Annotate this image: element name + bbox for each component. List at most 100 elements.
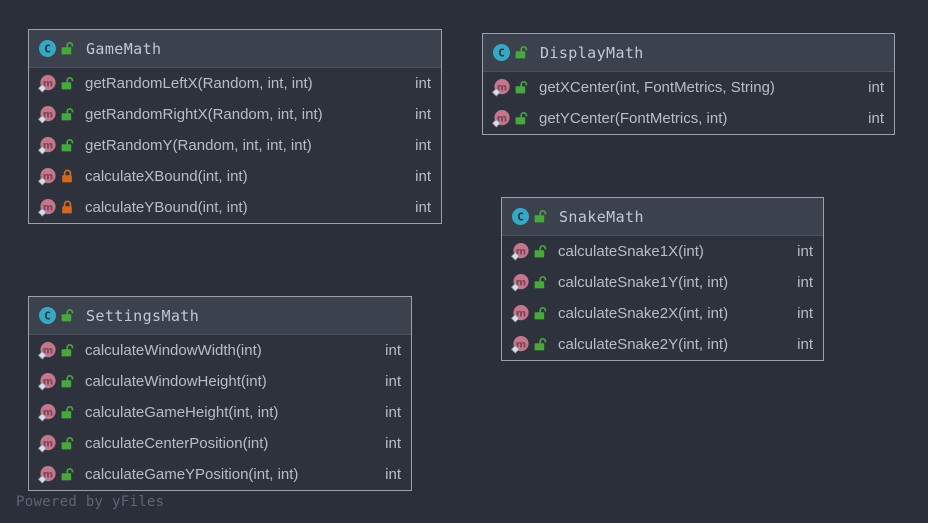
member-return-type: int [385,404,401,421]
member-signature: getRandomRightX(Random, int, int) [85,106,323,123]
member-signature: getRandomY(Random, int, int, int) [85,137,312,154]
unlocked-padlock-icon [515,45,528,60]
method-icon: m [38,403,57,422]
unlocked-padlock-icon [515,80,528,95]
method-icon: m [38,434,57,453]
member-return-type: int [385,342,401,359]
member-return-type: int [797,243,813,260]
class-name: SettingsMath [86,306,200,325]
class-name: SnakeMath [559,207,644,226]
class-icon: C [38,39,57,58]
class-member-row[interactable]: m getRandomY(Random, int, int, int) int [29,130,441,161]
svg-text:m: m [516,277,526,288]
unlocked-padlock-icon [534,275,547,290]
method-icon: m [38,198,57,217]
method-icon: m [511,304,530,323]
svg-text:m: m [516,308,526,319]
class-header-snake-math[interactable]: C SnakeMath [502,198,823,236]
locked-padlock-icon [61,200,74,215]
member-return-type: int [868,79,884,96]
class-member-row[interactable]: m calculateGameHeight(int, int) int [29,397,411,428]
member-signature: calculateSnake2X(int, int) [558,305,729,322]
member-signature: calculateCenterPosition(int) [85,435,269,452]
class-member-row[interactable]: m calculateGameYPosition(int, int) int [29,459,411,490]
member-signature: getXCenter(int, FontMetrics, String) [539,79,775,96]
class-member-row[interactable]: m getXCenter(int, FontMetrics, String) int [483,72,894,103]
unlocked-padlock-icon [534,244,547,259]
member-return-type: int [868,110,884,127]
uml-class-game-math[interactable]: C GameMath m getRandomLeftX(Random, int, in… [28,29,442,224]
method-icon: m [38,105,57,124]
svg-text:m: m [497,113,507,124]
class-member-row[interactable]: m getYCenter(FontMetrics, int) int [483,103,894,134]
unlocked-padlock-icon [61,138,74,153]
unlocked-padlock-icon [61,467,74,482]
class-header-settings-math[interactable]: C SettingsMath [29,297,411,335]
svg-text:m: m [43,171,53,182]
yfiles-watermark: Powered by yFiles [16,494,165,510]
member-signature: getRandomLeftX(Random, int, int) [85,75,313,92]
member-return-type: int [385,466,401,483]
unlocked-padlock-icon [61,343,74,358]
unlocked-padlock-icon [61,436,74,451]
member-signature: getYCenter(FontMetrics, int) [539,110,728,127]
class-icon: C [492,43,511,62]
unlocked-padlock-icon [534,209,547,224]
unlocked-padlock-icon [534,337,547,352]
method-icon: m [511,273,530,292]
svg-text:C: C [517,211,524,224]
member-signature: calculateWindowHeight(int) [85,373,267,390]
unlocked-padlock-icon [534,306,547,321]
member-signature: calculateGameYPosition(int, int) [85,466,299,483]
class-member-row[interactable]: m calculateWindowHeight(int) int [29,366,411,397]
member-return-type: int [415,168,431,185]
uml-class-settings-math[interactable]: C SettingsMath m calculateWindowWidth(int) i… [28,296,412,491]
svg-text:m: m [43,202,53,213]
member-return-type: int [415,75,431,92]
class-members-display-math: m getXCenter(int, FontMetrics, String) int… [483,72,894,134]
method-icon: m [38,167,57,186]
class-name: GameMath [86,39,162,58]
svg-text:C: C [498,47,505,60]
member-return-type: int [385,373,401,390]
member-signature: calculateXBound(int, int) [85,168,248,185]
class-header-game-math[interactable]: C GameMath [29,30,441,68]
class-header-display-math[interactable]: C DisplayMath [483,34,894,72]
member-return-type: int [797,274,813,291]
member-return-type: int [415,137,431,154]
class-member-row[interactable]: m calculateYBound(int, int) int [29,192,441,223]
svg-text:m: m [43,140,53,151]
class-member-row[interactable]: m calculateXBound(int, int) int [29,161,441,192]
member-return-type: int [415,199,431,216]
member-signature: calculateWindowWidth(int) [85,342,262,359]
class-member-row[interactable]: m calculateWindowWidth(int) int [29,335,411,366]
method-icon: m [38,372,57,391]
member-signature: calculateSnake2Y(int, int) [558,336,729,353]
class-members-settings-math: m calculateWindowWidth(int) int m calculateW… [29,335,411,490]
unlocked-padlock-icon [515,111,528,126]
method-icon: m [38,341,57,360]
svg-text:m: m [43,469,53,480]
method-icon: m [492,109,511,128]
method-icon: m [511,242,530,261]
svg-text:C: C [44,43,51,56]
method-icon: m [38,465,57,484]
method-icon: m [492,78,511,97]
class-name: DisplayMath [540,43,644,62]
uml-class-display-math[interactable]: C DisplayMath m getXCenter(int, FontMetrics… [482,33,895,135]
svg-text:C: C [44,310,51,323]
unlocked-padlock-icon [61,308,74,323]
member-signature: calculateGameHeight(int, int) [85,404,279,421]
member-signature: calculateYBound(int, int) [85,199,248,216]
class-members-game-math: m getRandomLeftX(Random, int, int) int m get… [29,68,441,223]
